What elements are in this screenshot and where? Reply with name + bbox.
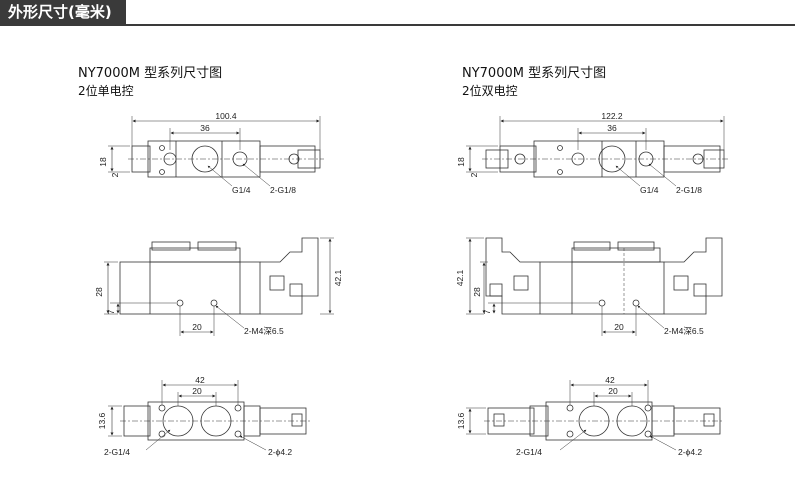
left-bottom-port: 2-G1/4 (104, 447, 130, 457)
left-bottom-hole: 2-ϕ4.2 (268, 447, 292, 457)
left-top-h1-dim: 18 (98, 157, 108, 167)
section-title: 外形尺寸(毫米) (0, 0, 126, 24)
left-bottom-h-dim: 13.6 (97, 412, 107, 429)
left-top-port-main: G1/4 (232, 185, 251, 195)
right-top-port-main: G1/4 (640, 185, 659, 195)
right-top-port-side: 2-G1/8 (676, 185, 702, 195)
right-top-h1-dim: 18 (456, 157, 466, 167)
right-top-view (466, 116, 728, 187)
right-bottom-hole: 2-ϕ4.2 (678, 447, 702, 457)
right-side-spacing-dim: 20 (614, 322, 624, 332)
left-side-h28-dim: 28 (94, 287, 104, 297)
left-drawing-subtitle: 2位单电控 (78, 84, 134, 98)
right-drawing-title: NY7000M 型系列尺寸图 (462, 66, 607, 81)
right-side-view (466, 237, 723, 336)
section-divider (0, 24, 795, 26)
right-top-pitch-dim: 36 (607, 123, 617, 133)
left-top-h2-dim: 2 (110, 172, 120, 177)
right-side-mount-label: 2-M4深6.5 (664, 326, 704, 336)
right-top-overall-dim: 122.2 (601, 111, 623, 121)
left-top-overall-dim: 100.4 (215, 111, 237, 121)
left-side-spacing-dim: 20 (192, 322, 202, 332)
right-bottom-port: 2-G1/4 (516, 447, 542, 457)
left-bottom-pitch-dim: 20 (192, 386, 202, 396)
right-top-h2-dim: 2 (469, 172, 479, 177)
left-top-view (108, 116, 324, 187)
right-drawing-subtitle: 2位双电控 (462, 84, 518, 98)
left-bottom-span-dim: 42 (195, 375, 205, 385)
left-side-view (104, 237, 334, 336)
right-side-height-dim: 42.1 (455, 269, 465, 286)
left-side-height-dim: 42.1 (333, 269, 343, 286)
right-bottom-pitch-dim: 20 (608, 386, 618, 396)
right-side-h28-dim: 28 (472, 287, 482, 297)
right-bottom-view (466, 380, 724, 451)
left-drawing-title: NY7000M 型系列尺寸图 (78, 66, 223, 81)
left-side-h7-dim: 7 (106, 309, 116, 314)
right-side-h7-dim: 7 (482, 309, 492, 314)
right-bottom-span-dim: 42 (605, 375, 615, 385)
left-top-port-side: 2-G1/8 (270, 185, 296, 195)
left-side-mount-label: 2-M4深6.5 (244, 326, 284, 336)
right-bottom-h-dim: 13.6 (456, 412, 466, 429)
left-top-pitch-dim: 36 (200, 123, 210, 133)
left-bottom-view (108, 380, 310, 451)
